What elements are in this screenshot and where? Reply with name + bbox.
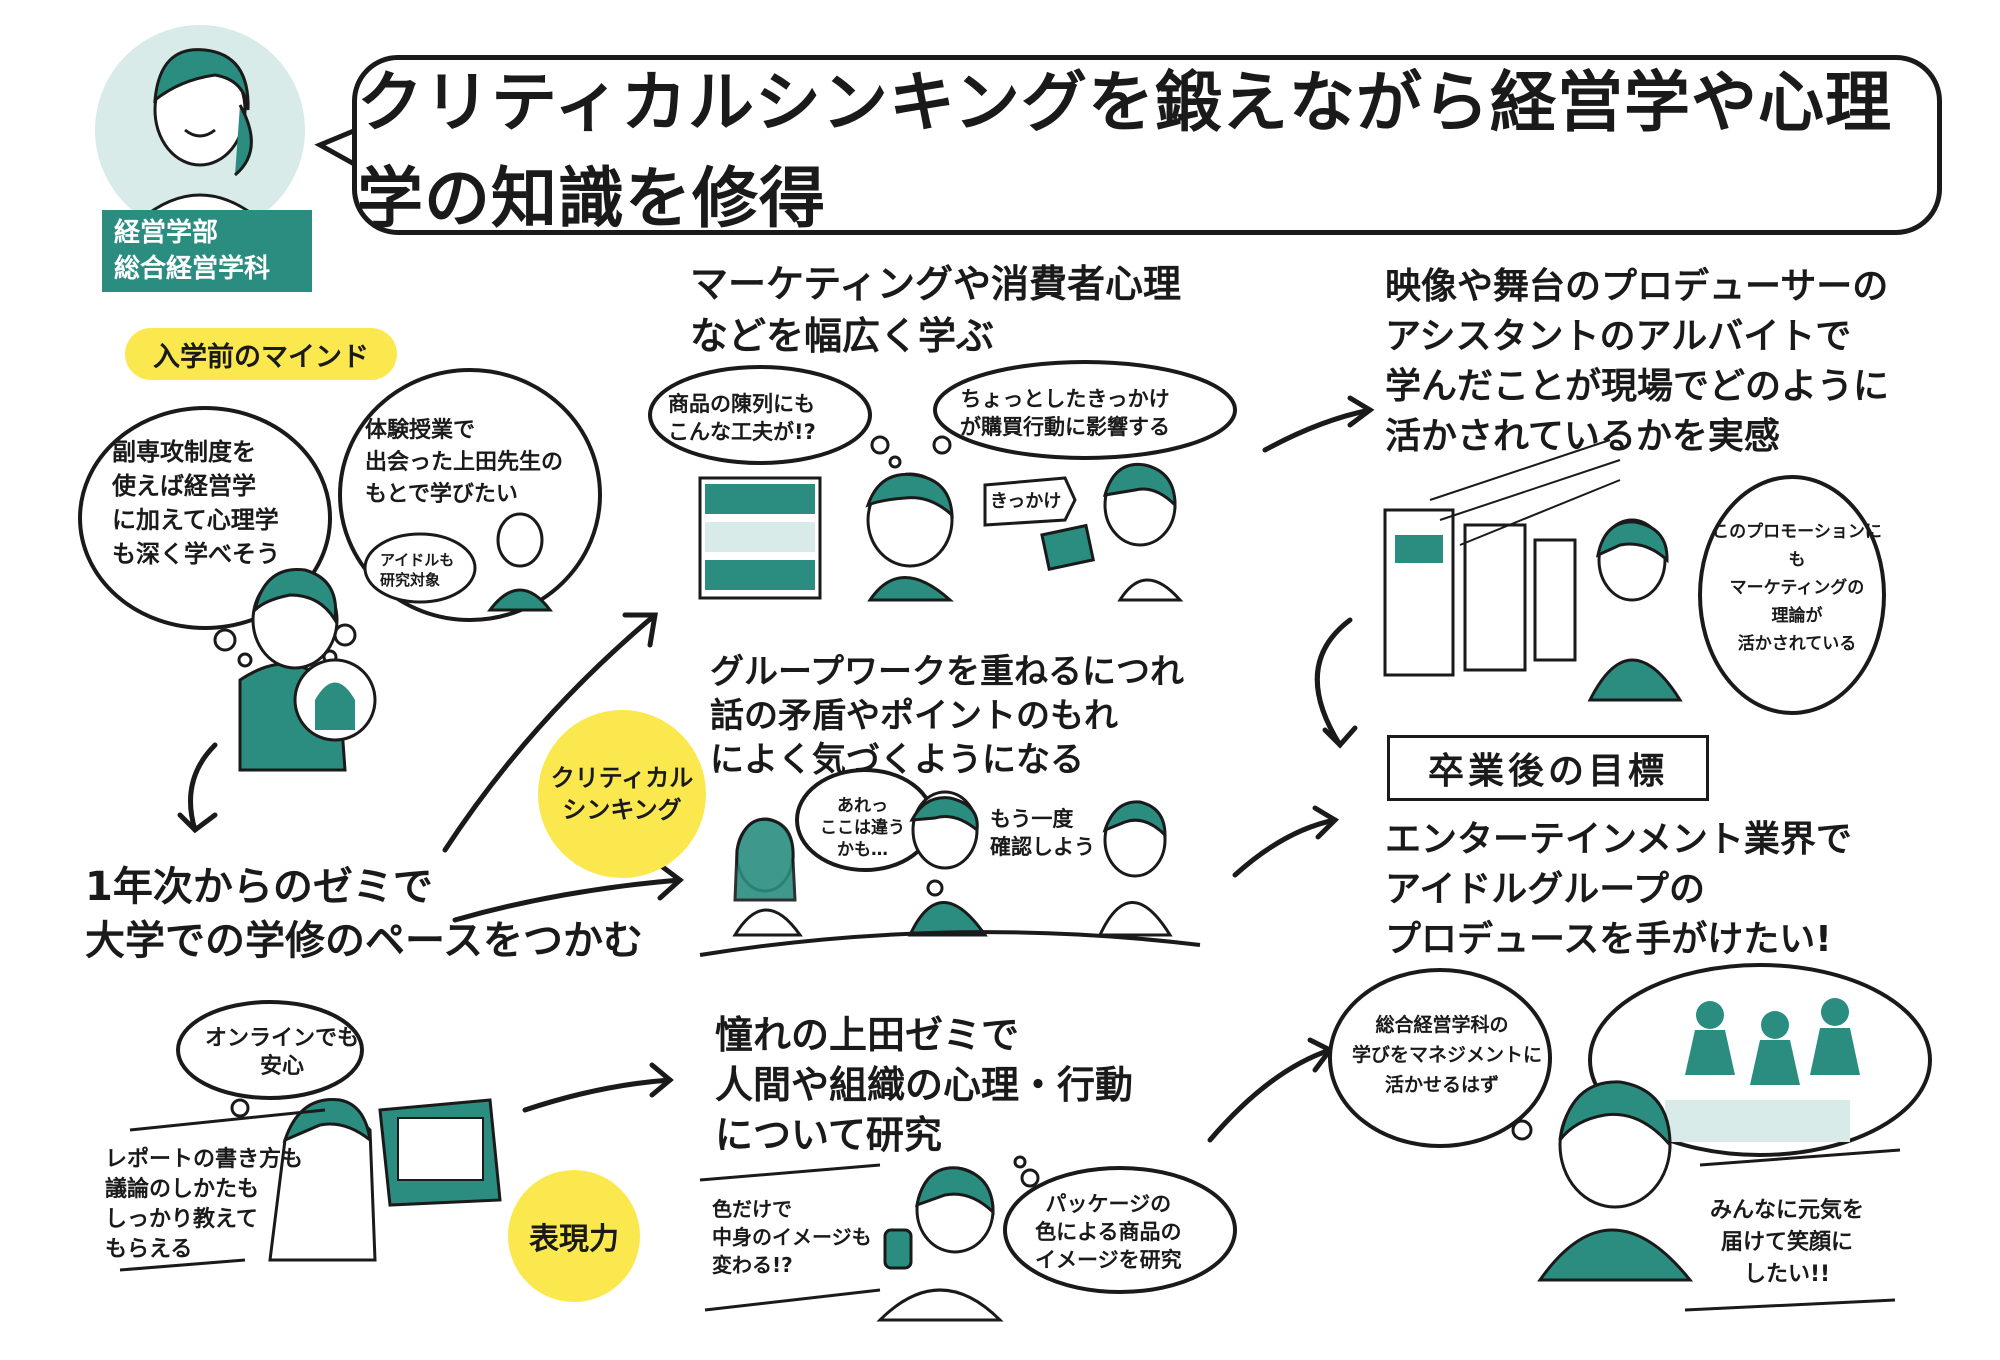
seminar-bubble: パッケージの 色による商品の イメージを研究: [1035, 1192, 1182, 1272]
online-bubble-text: オンラインでも 安心: [205, 1026, 360, 1079]
groupwork-bubble: あれっ ここは違う かも…: [820, 796, 905, 860]
mind-bubble-2-text: 体験授業で 出会った上田先生の もとで学びたい: [365, 418, 564, 507]
department-label: 経営学部 総合経営学科: [102, 210, 312, 292]
page-title: クリティカルシンキングを鍛えながら経営学や心理学の知識を修得: [352, 55, 1942, 237]
student-figure: [238, 568, 377, 772]
parttime-bubble: このプロモーションにも マーケティングの 理論が 活かされている: [1712, 522, 1882, 654]
first-year-text: 1年次からのゼミで 大学での学修のペースをつかむ: [85, 864, 643, 964]
flow-arrows: [177, 395, 1375, 1143]
goal-text: エンターテインメント業界で アイドルグループの プロデュースを手がけたい!: [1385, 819, 1852, 960]
marketing-title: マーケティングや消費者心理 などを幅広く学ぶ: [690, 262, 1181, 358]
faculty-name: 経営学部: [114, 218, 219, 248]
marketing-bubble-left: 商品の陳列にも こんな工夫が!?: [668, 392, 816, 444]
groupwork-title: グループワークを重ねるにつれ 話の矛盾やポイントのもれ によく気づくようになる: [710, 652, 1184, 780]
mindset-label: 入学前のマインド: [125, 328, 397, 380]
seminar-title: 憧れの上田ゼミで 人間や組織の心理・行動 について研究: [715, 1013, 1134, 1157]
idol-group: [1665, 998, 1860, 1142]
department-name: 総合経営学科: [114, 254, 271, 284]
group-figures: [699, 768, 1201, 957]
marketing-bubble-right: ちょっとしたきっかけ が購買行動に影響する: [960, 387, 1170, 439]
professor-figure: [486, 512, 554, 612]
shopper-figures: [865, 462, 1184, 602]
mind-bubble-2-small: アイドルも 研究対象: [380, 551, 455, 589]
expression-badge: 表現力: [508, 1170, 640, 1302]
avatar: [95, 25, 305, 237]
studio-scene: [1383, 439, 1683, 702]
groupwork-speech: もう一度 確認しよう: [990, 807, 1095, 859]
goal-label: 卒業後の目標: [1387, 735, 1709, 801]
mind-bubble-1: [78, 406, 332, 630]
manager-figure: [1537, 1080, 1694, 1282]
seminar-student: [876, 1166, 1004, 1322]
goal-bubble: 総合経営学科の 学びをマネジメントに 活かせるはず: [1352, 1014, 1543, 1096]
trigger-sign: きっかけ: [990, 491, 1062, 512]
critical-thinking-badge: クリティカル シンキング: [538, 710, 706, 878]
goal-note: みんなに元気を 届けて笑顔に したい!!: [1710, 1198, 1865, 1287]
online-note: レポートの書き方も 議論のしかたも しっかり教えて もらえる: [105, 1147, 304, 1262]
seminar-note: 色だけで 中身のイメージも 変わる!?: [712, 1197, 872, 1277]
product-shelf: [698, 476, 822, 600]
parttime-title: 映像や舞台のプロデューサーの アシスタントのアルバイトで 学んだことが現場でどの…: [1385, 266, 1890, 457]
mind-bubble-1-text: 副専攻制度を 使えば経営学 に加えて心理学 も深く学べそう: [112, 438, 280, 568]
laptop-student: [268, 1098, 502, 1262]
